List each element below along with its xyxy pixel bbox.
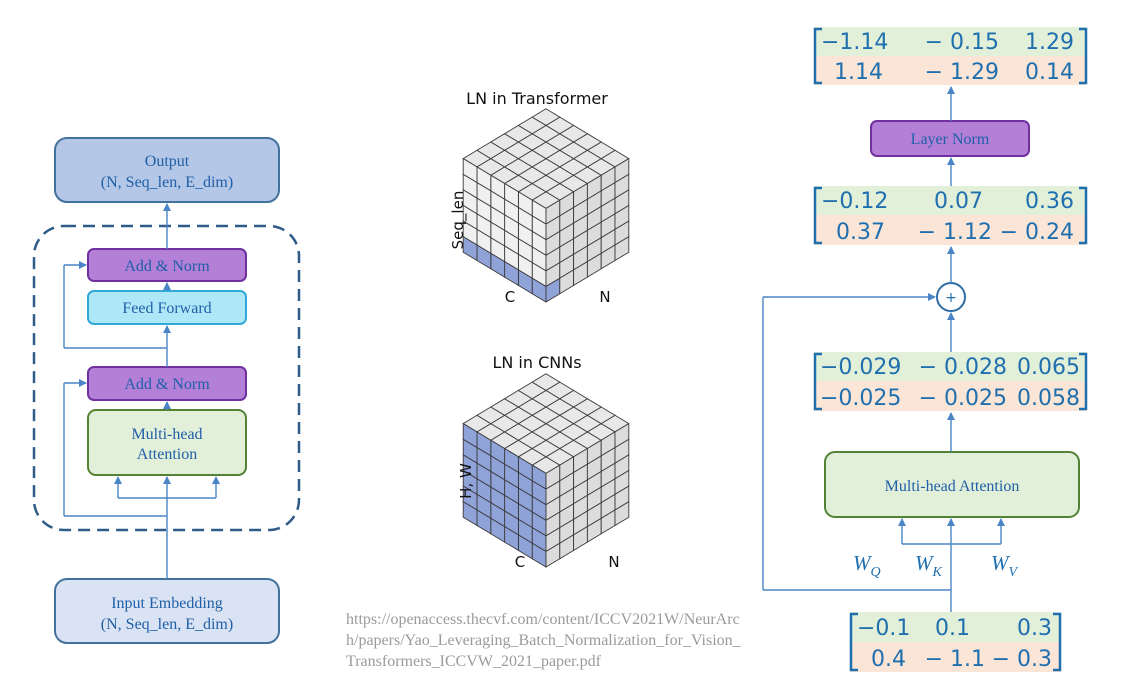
matrix-attn-row1-bg [814, 352, 1086, 381]
matrix-output-r1c2: − 0.15 [925, 30, 999, 55]
matrix-input-r1c2: 0.1 [935, 616, 970, 641]
cube1-axis-n: N [599, 288, 610, 306]
matrix-input-right-bracket [1053, 612, 1062, 672]
right-connector-arrows [762, 86, 1005, 612]
add-norm-top-label: Add & Norm [124, 258, 210, 275]
right-multi-head-attention-box [824, 451, 1080, 518]
matrix-input-r2c2: − 1.1 [925, 647, 985, 672]
matrix-sum: −0.12 0.07 0.36 0.37 − 1.12 − 0.24 [813, 186, 1088, 245]
matrix-output-left-bracket [813, 27, 822, 85]
cube1-title: LN in Transformer [466, 89, 608, 108]
matrix-attn-r1c1: −0.029 [820, 355, 901, 380]
matrix-attn-r1c2: − 0.028 [919, 355, 1007, 380]
matrix-sum-right-bracket [1079, 186, 1088, 245]
wv-label: WV [991, 551, 1019, 580]
matrix-output-right-bracket [1079, 27, 1088, 85]
matrix-sum-row2-bg [814, 215, 1086, 245]
output-label: Output [145, 153, 190, 170]
matrix-attn-row2-bg [814, 381, 1086, 411]
matrix-attention: −0.029 − 0.028 0.065 −0.025 − 0.025 0.05… [813, 352, 1088, 411]
cube-cell-right [614, 422, 630, 449]
matrix-sum-r2c1: 0.37 [836, 220, 885, 245]
matrix-sum-r2c3: − 0.24 [1000, 220, 1074, 245]
cube2-title: LN in CNNs [492, 353, 581, 372]
matrix-output-r2c3: 0.14 [1025, 60, 1074, 85]
matrix-sum-left-bracket [813, 186, 822, 245]
matrix-output-row2-bg [814, 56, 1086, 85]
source-url: https://openaccess.thecvf.com/content/IC… [346, 611, 741, 670]
cube-cell-left [462, 157, 478, 184]
left-connector-arrows [63, 203, 220, 579]
layer-norm-example-diagram: −1.14 − 0.15 1.29 1.14 − 1.29 0.14 Layer… [762, 27, 1088, 672]
matrix-input-left-bracket [849, 612, 858, 672]
plus-icon: + [945, 290, 957, 306]
matrix-sum-r1c2: 0.07 [934, 189, 983, 214]
matrix-attn-right-bracket [1079, 352, 1088, 411]
cube1-axis-c: C [505, 288, 515, 306]
matrix-sum-r1c1: −0.12 [821, 189, 888, 214]
cube-cell-top [531, 108, 561, 126]
matrix-attn-r2c3: 0.058 [1017, 386, 1080, 411]
matrix-sum-r1c3: 0.36 [1025, 189, 1074, 214]
matrix-input-r2c3: − 0.3 [992, 647, 1052, 672]
cube2-axis-n: N [608, 553, 619, 571]
mha-label-line2: Attention [137, 446, 197, 463]
matrix-output-r2c1: 1.14 [834, 60, 883, 85]
ln-transformer-cube-group: LN in Transformer Seq_len C N [449, 89, 630, 306]
cube-cell-highlight [462, 422, 478, 449]
output-shape-label: (N, Seq_len, E_dim) [101, 174, 233, 191]
matrix-output-r2c2: − 1.29 [925, 60, 999, 85]
matrix-input-r1c1: −0.1 [857, 616, 910, 641]
output-box [54, 137, 280, 203]
input-embedding-label: Input Embedding [111, 595, 223, 612]
ln-cnn-cube [462, 373, 630, 568]
input-shape-label: (N, Seq_len, E_dim) [101, 616, 233, 633]
layer-norm-label: Layer Norm [911, 131, 990, 148]
matrix-input-row1-bg [850, 612, 1061, 642]
matrix-input-r2c1: 0.4 [871, 647, 906, 672]
matrix-output: −1.14 − 0.15 1.29 1.14 − 1.29 0.14 [813, 27, 1088, 85]
wk-label: WK [915, 551, 943, 580]
mha-label-line1: Multi-head [131, 426, 202, 443]
matrix-input-row2-bg [850, 642, 1061, 672]
feed-forward-label: Feed Forward [122, 300, 211, 317]
right-mha-label: Multi-head Attention [885, 478, 1020, 495]
add-norm-bottom-label: Add & Norm [124, 376, 210, 393]
matrix-input: −0.1 0.1 0.3 0.4 − 1.1 − 0.3 [849, 612, 1062, 672]
matrix-attn-r1c3: 0.065 [1017, 355, 1080, 380]
ln-transformer-cube [462, 108, 630, 303]
transformer-block-diagram: Output (N, Seq_len, E_dim) Add & Norm Fe… [32, 137, 301, 644]
wq-label: WQ [853, 551, 881, 580]
matrix-sum-row1-bg [814, 186, 1086, 215]
cube2-axis-c: C [515, 553, 525, 571]
matrix-attn-r2c2: − 0.025 [919, 386, 1007, 411]
ln-cnn-cube-group: LN in CNNs H, W C N [457, 353, 630, 571]
cube1-axis-seq-len: Seq_len [449, 191, 468, 250]
layer-norm-box [870, 120, 1030, 157]
cube2-axis-hw: H, W [457, 463, 475, 499]
matrix-attn-left-bracket [813, 352, 822, 411]
matrix-output-row1-bg [814, 27, 1086, 56]
matrix-sum-r2c2: − 1.12 [918, 220, 992, 245]
matrix-input-r1c3: 0.3 [1017, 616, 1052, 641]
matrix-output-r1c3: 1.29 [1025, 30, 1074, 55]
matrix-attn-r2c1: −0.025 [820, 386, 901, 411]
cube-cell-top [531, 373, 561, 391]
matrix-output-r1c1: −1.14 [821, 30, 888, 55]
cube-cell-right [614, 157, 630, 184]
